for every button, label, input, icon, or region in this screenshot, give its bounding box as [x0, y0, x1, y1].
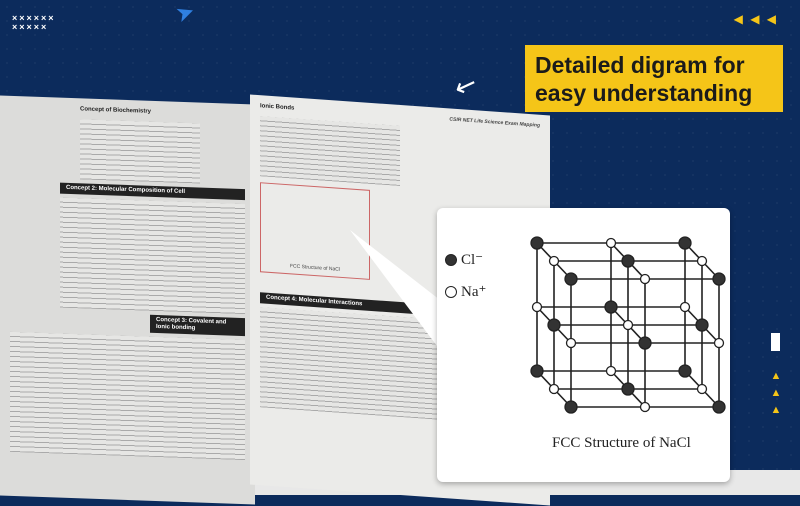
legend-item-na: Na⁺ — [445, 282, 486, 301]
cl-ion — [712, 272, 726, 286]
na-ion — [713, 337, 725, 349]
cl-ion — [547, 318, 561, 332]
headline-line-2: easy understanding — [535, 80, 753, 106]
left-page-title: Concept of Biochemistry — [80, 106, 152, 115]
figure-caption: FCC Structure of NaCl — [289, 263, 340, 273]
triangle-column-icon: ▲▲▲ — [770, 370, 782, 416]
cl-ion — [564, 272, 578, 286]
cl-ion — [530, 236, 544, 250]
na-ion — [605, 237, 617, 249]
na-ion — [679, 301, 691, 313]
na-ion — [548, 383, 560, 395]
text-lines — [60, 197, 245, 315]
legend-item-cl: Cl⁻ — [445, 250, 486, 269]
text-lines — [260, 116, 400, 186]
fcc-lattice-diagram — [530, 236, 726, 414]
na-ion — [622, 319, 634, 331]
na-ion — [639, 401, 651, 413]
diagram-legend: Cl⁻ Na⁺ — [445, 250, 486, 314]
white-bar-decoration — [771, 333, 780, 351]
triangles-decoration: ◀ ◀ ◀ — [733, 12, 778, 26]
left-page: Concept of Biochemistry Concept 2: Molec… — [0, 95, 255, 505]
diagram-zoom-card: Cl⁻ Na⁺ FCC Structure of NaCl — [437, 208, 730, 482]
cl-ion — [530, 364, 544, 378]
cl-ion — [638, 336, 652, 350]
cl-ion — [621, 382, 635, 396]
cl-dot-icon — [445, 253, 457, 266]
x-marks-decoration: ×××××× ××××× — [12, 13, 56, 32]
na-ion — [605, 365, 617, 377]
cl-ion — [564, 400, 578, 414]
na-ion — [548, 255, 560, 267]
na-dot-icon — [445, 285, 457, 298]
na-ion — [531, 301, 543, 313]
legend-label: Cl⁻ — [461, 252, 484, 268]
figure-box: FCC Structure of NaCl — [260, 182, 370, 280]
na-ion — [696, 255, 708, 267]
cl-ion — [621, 254, 635, 268]
na-ion — [639, 273, 651, 285]
legend-label: Na⁺ — [461, 284, 487, 300]
cl-ion — [678, 236, 692, 250]
text-lines — [80, 119, 200, 184]
cl-ion — [678, 364, 692, 378]
cl-ion — [695, 318, 709, 332]
text-lines — [10, 331, 245, 461]
headline-banner: Detailed digram for easy understanding — [525, 45, 783, 112]
headline-line-1: Detailed digram for — [535, 52, 745, 78]
na-ion — [565, 337, 577, 349]
cl-ion — [604, 300, 618, 314]
na-ion — [696, 383, 708, 395]
cl-ion — [712, 400, 726, 414]
concept-3-heading: Concept 3: Covalent and Ionic bonding — [150, 314, 245, 337]
diagram-caption: FCC Structure of NaCl — [552, 435, 691, 451]
concept-2-heading: Concept 2: Molecular Composition of Cell — [60, 182, 245, 201]
